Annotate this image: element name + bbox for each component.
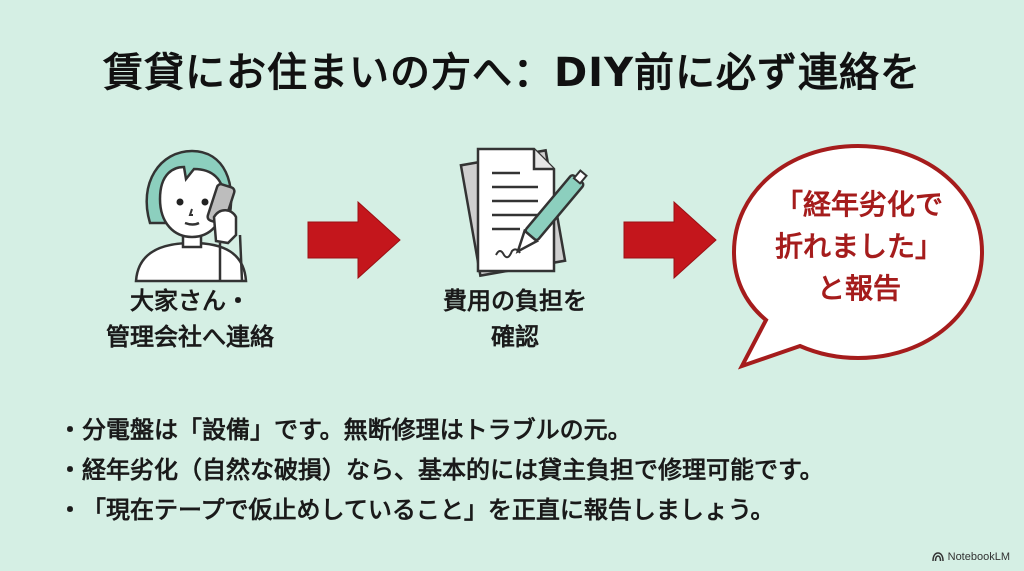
step-label-line: 管理会社へ連絡 xyxy=(106,323,274,351)
woman-phone-icon xyxy=(134,149,248,283)
bubble-text: 「経年劣化で 折れました」 と報告 xyxy=(754,184,964,310)
step-contact-landlord: 大家さん・ 管理会社へ連絡 xyxy=(70,138,310,355)
brand-name: NotebookLM xyxy=(947,551,1010,563)
bullet-text: 「現在テープで仮止めしていること」を正直に報告しましょう。 xyxy=(82,496,775,524)
bullet-item: ・分電盤は「設備」です。無断修理はトラブルの元。 xyxy=(58,410,978,450)
bullet-list: ・分電盤は「設備」です。無断修理はトラブルの元。 ・経年劣化（自然な破損）なら、… xyxy=(58,410,978,530)
page-title: 賃貸にお住まいの方へ：DIY前に必ず連絡を xyxy=(102,50,922,96)
bubble-line: と報告 xyxy=(816,272,901,305)
bullet-text: 経年劣化（自然な破損）なら、基本的には貸主負担で修理可能です。 xyxy=(82,456,824,484)
document-pen-icon xyxy=(459,147,588,278)
report-speech-bubble: 「経年劣化で 折れました」 と報告 xyxy=(728,140,988,380)
bullet-text: 分電盤は「設備」です。無断修理はトラブルの元。 xyxy=(82,416,632,444)
bullet-marker: ・ xyxy=(58,456,82,484)
brand-watermark: NotebookLM xyxy=(931,551,1010,563)
bubble-line: 「経年劣化で xyxy=(774,188,943,221)
step-label: 費用の負担を 確認 xyxy=(395,283,635,355)
bullet-item: ・「現在テープで仮止めしていること」を正直に報告しましょう。 xyxy=(58,490,978,530)
speech-bubble-icon xyxy=(731,143,985,370)
step-label-line: 大家さん・ xyxy=(130,287,250,315)
step-label-line: 確認 xyxy=(491,323,539,351)
notebooklm-logo-icon xyxy=(931,552,944,562)
bullet-marker: ・ xyxy=(58,496,82,524)
step-label: 大家さん・ 管理会社へ連絡 xyxy=(70,283,310,355)
bullet-item: ・経年劣化（自然な破損）なら、基本的には貸主負担で修理可能です。 xyxy=(58,450,978,490)
arrow-right-icon xyxy=(623,200,717,280)
arrow-right-icon xyxy=(307,200,401,280)
bubble-line: 折れました」 xyxy=(774,230,943,263)
step-label-line: 費用の負担を xyxy=(443,287,587,315)
step-confirm-cost: 費用の負担を 確認 xyxy=(395,138,635,355)
bullet-marker: ・ xyxy=(58,416,82,444)
